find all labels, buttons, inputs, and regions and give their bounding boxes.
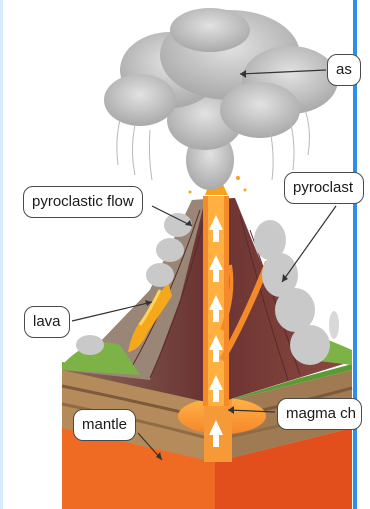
label-pyroclastic-flow-right-text: pyroclast xyxy=(293,179,353,196)
label-mantle-text: mantle xyxy=(82,416,127,433)
label-pyroclastic-flow-left: pyroclastic flow xyxy=(23,186,143,218)
label-lava: lava xyxy=(24,306,70,338)
label-magma-chamber-text: magma ch xyxy=(286,405,356,422)
label-pyroclastic-flow-right: pyroclast xyxy=(284,172,364,204)
label-mantle: mantle xyxy=(73,409,136,441)
ash-cloud xyxy=(104,8,338,190)
label-ash-text: as xyxy=(336,61,352,78)
label-pyroclastic-flow-left-text: pyroclastic flow xyxy=(32,193,134,210)
label-lava-text: lava xyxy=(33,313,61,330)
label-ash: as xyxy=(327,54,361,86)
label-magma-chamber: magma ch xyxy=(277,398,362,430)
